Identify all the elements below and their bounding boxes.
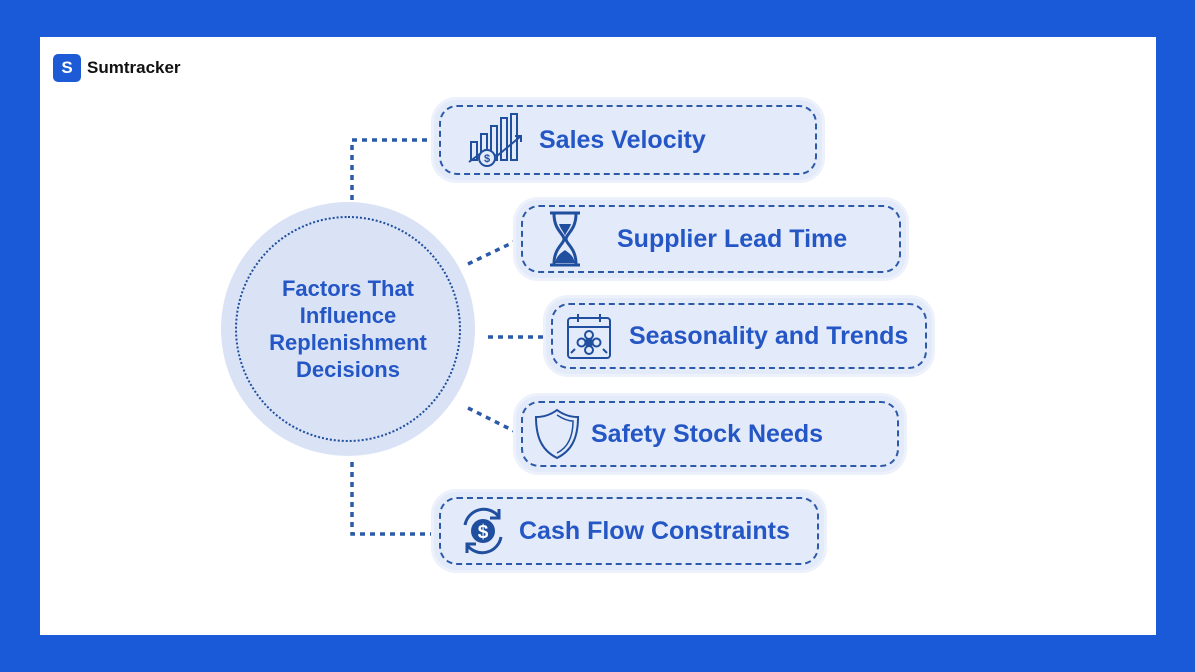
factor-safety-stock-needs: Safety Stock Needs — [516, 396, 904, 472]
factor-label: Supplier Lead Time — [617, 224, 848, 253]
sales-chart-icon: $ — [463, 112, 529, 168]
connector-safety-stock — [467, 406, 521, 436]
brand-name: Sumtracker — [87, 58, 181, 77]
factor-label: Cash Flow Constraints — [519, 516, 790, 545]
calendar-flower-icon — [563, 311, 615, 361]
hub-circle: Factors That Influence Replenishment Dec… — [221, 202, 475, 456]
factor-seasonality-and-trends: Seasonality and Trends — [546, 298, 932, 374]
factor-cash-flow-constraints: $ Cash Flow Constraints — [434, 492, 824, 570]
connector-sales-velocity — [350, 138, 438, 200]
factor-label: Safety Stock Needs — [591, 419, 824, 448]
dollar-cycle-icon: $ — [455, 505, 511, 557]
hourglass-icon — [543, 210, 587, 268]
factor-pill-border: $ Cash Flow Constraints — [439, 497, 819, 565]
hub-title: Factors That Influence Replenishment Dec… — [269, 276, 427, 382]
factor-pill-border: Safety Stock Needs — [521, 401, 899, 467]
factor-pill-border: Supplier Lead Time — [521, 205, 901, 273]
svg-text:$: $ — [484, 153, 490, 165]
factor-label: Seasonality and Trends — [629, 321, 909, 350]
sumtracker-logo-icon: S — [53, 54, 81, 82]
factor-pill-border: Seasonality and Trends — [551, 303, 927, 369]
factor-supplier-lead-time: Supplier Lead Time — [516, 200, 906, 278]
factor-label: Sales Velocity — [539, 125, 706, 154]
brand-logo: S Sumtracker — [53, 53, 181, 83]
connector-supplier-lead-time — [467, 238, 519, 266]
factor-sales-velocity: $ Sales Velocity — [434, 100, 822, 180]
connector-cash-flow — [350, 462, 438, 536]
factor-pill-border: $ Sales Velocity — [439, 105, 817, 175]
hub-circle-border: Factors That Influence Replenishment Dec… — [235, 216, 461, 442]
svg-text:$: $ — [478, 522, 489, 543]
shield-icon — [531, 407, 583, 461]
